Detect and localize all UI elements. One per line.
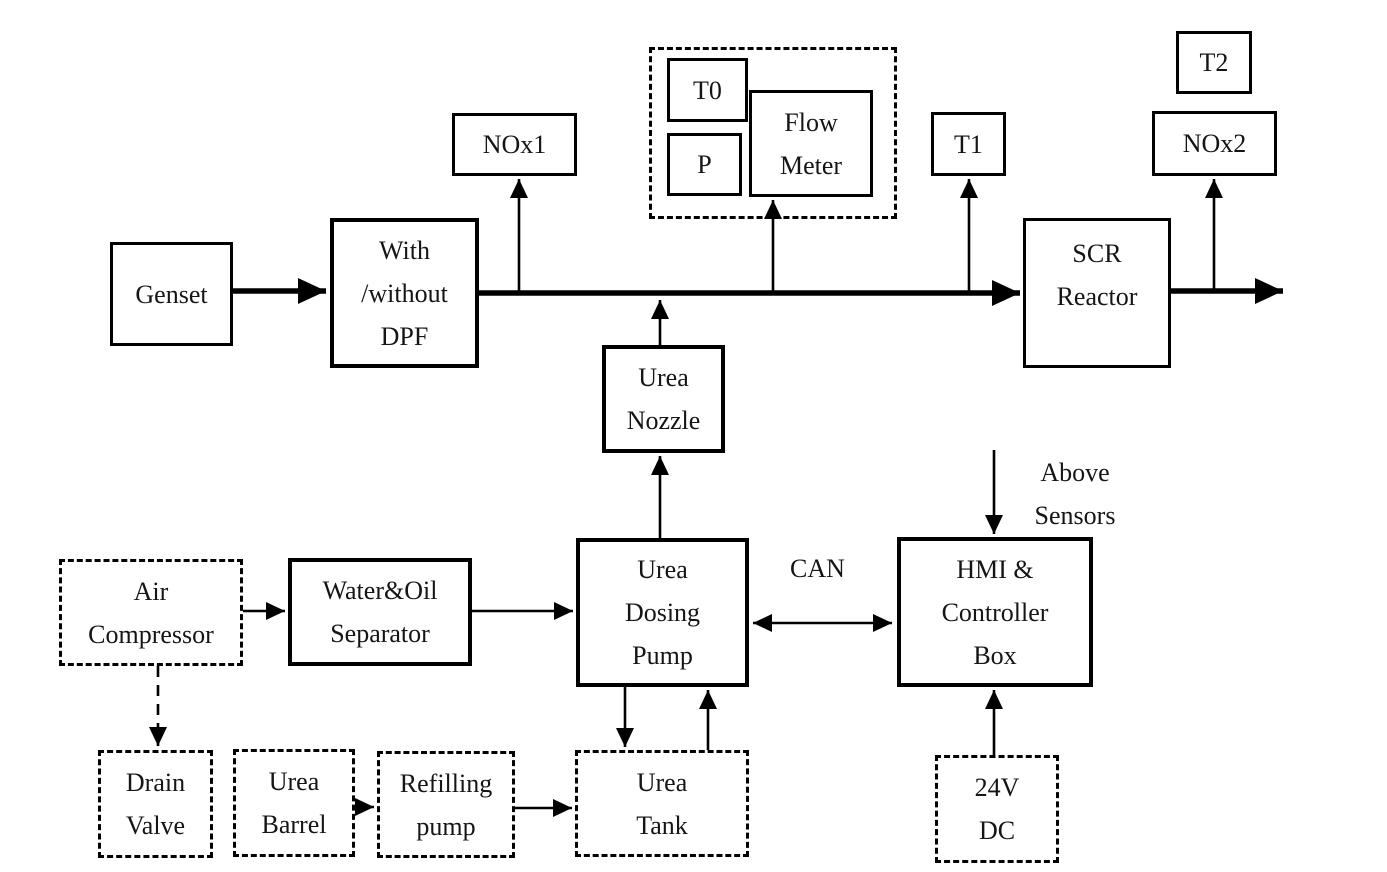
t0-sensor-box: T0 xyxy=(667,58,748,122)
scr-label-line1: SCR xyxy=(1072,239,1122,268)
urea-nozzle-label-line1: Urea xyxy=(638,363,689,392)
dpf-label-line3: DPF xyxy=(380,321,429,351)
refilling-pump-box: Refilling pump xyxy=(377,751,515,858)
flow-meter-box: Flow Meter xyxy=(749,90,873,197)
urea-dosing-pump-label-line3: Pump xyxy=(632,641,693,670)
separator-label-line2: Separator xyxy=(330,619,430,648)
urea-tank-label-line1: Urea xyxy=(636,767,688,797)
urea-dosing-pump-label-line2: Dosing xyxy=(624,598,701,627)
urea-nozzle-label-line2: Nozzle xyxy=(626,406,701,435)
water-oil-separator-box: Water&Oil Separator xyxy=(288,558,472,666)
drain-valve-box: Drain Valve xyxy=(98,750,213,858)
refilling-pump-label-line1: Refilling xyxy=(399,768,493,798)
hmi-label-line1: HMI & xyxy=(956,554,1034,584)
genset-label: Genset xyxy=(135,279,208,309)
24v-dc-label-line2: DC xyxy=(978,816,1016,845)
hmi-label-line2: Controller xyxy=(941,597,1049,627)
hmi-label-line3: Box xyxy=(973,640,1017,670)
urea-dosing-pump-label-line1: Urea xyxy=(637,555,688,584)
drain-valve-label-line1: Drain xyxy=(125,768,186,797)
nox1-label: NOx1 xyxy=(482,130,547,159)
dpf-label-line2: /without xyxy=(361,278,448,308)
scr-reactor-box: SCR Reactor xyxy=(1023,218,1171,368)
p-label: P xyxy=(697,150,712,179)
urea-nozzle-box: Urea Nozzle xyxy=(602,345,725,453)
dpf-label-line1: With xyxy=(379,235,430,265)
air-compressor-box: Air Compressor xyxy=(59,559,243,666)
nox2-label: NOx2 xyxy=(1182,129,1247,158)
separator-label-line1: Water&Oil xyxy=(322,576,438,605)
t2-sensor-box: T2 xyxy=(1176,31,1252,94)
refilling-pump-label-line2: pump xyxy=(416,811,476,841)
urea-barrel-label-line2: Barrel xyxy=(261,810,327,839)
dpf-box: With /without DPF xyxy=(330,218,479,368)
nox2-sensor-box: NOx2 xyxy=(1152,111,1277,176)
above-sensors-label: Above Sensors xyxy=(1019,451,1131,537)
24v-dc-label-line1: 24V xyxy=(974,773,1020,802)
air-compressor-label-line2: Compressor xyxy=(88,619,214,649)
hmi-controller-box: HMI & Controller Box xyxy=(897,537,1093,687)
flow-meter-label-line1: Flow xyxy=(784,107,838,137)
24v-dc-box: 24V DC xyxy=(935,755,1059,863)
scr-label-line2: Reactor xyxy=(1056,282,1138,311)
urea-tank-box: Urea Tank xyxy=(575,750,749,857)
above-sensors-label-line2: Sensors xyxy=(1034,501,1116,530)
nox1-sensor-box: NOx1 xyxy=(452,113,577,176)
t0-label: T0 xyxy=(693,75,722,105)
genset-box: Genset xyxy=(110,242,233,346)
air-compressor-label-line1: Air xyxy=(133,576,169,606)
urea-barrel-box: Urea Barrel xyxy=(233,749,355,857)
urea-barrel-label-line1: Urea xyxy=(268,767,320,796)
t2-label: T2 xyxy=(1199,48,1229,77)
can-bus-label: CAN xyxy=(790,554,845,583)
t1-label: T1 xyxy=(954,129,983,159)
urea-tank-label-line2: Tank xyxy=(636,810,688,840)
p-sensor-box: P xyxy=(667,133,742,196)
t1-sensor-box: T1 xyxy=(931,112,1006,176)
flow-meter-label-line2: Meter xyxy=(779,150,843,180)
above-sensors-label-line1: Above xyxy=(1040,458,1110,487)
drain-valve-label-line2: Valve xyxy=(125,811,186,840)
urea-dosing-pump-box: Urea Dosing Pump xyxy=(576,538,749,687)
